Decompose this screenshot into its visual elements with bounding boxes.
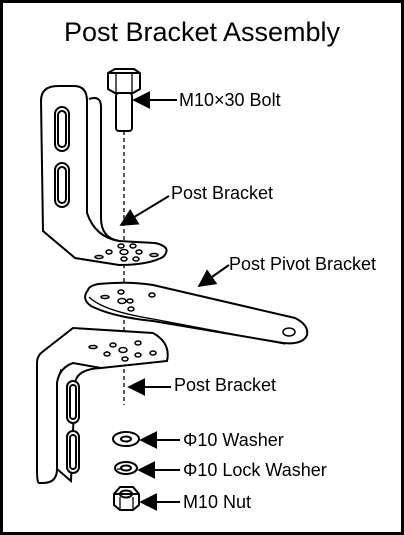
- bolt: [107, 68, 141, 132]
- lower-post-bracket-label: Post Bracket: [174, 375, 277, 395]
- diagram-title: Post Bracket Assembly: [63, 17, 341, 47]
- lower-post-bracket: [36, 326, 169, 484]
- nut: [113, 486, 140, 511]
- assembly-illustration: [36, 68, 309, 511]
- upper-post-bracket-label: Post Bracket: [171, 183, 274, 203]
- washer: [112, 431, 140, 447]
- washer-label: Φ10 Washer: [183, 430, 284, 450]
- post-pivot-bracket-label: Post Pivot Bracket: [229, 254, 377, 274]
- pivot-bracket-leader: [197, 264, 230, 288]
- upper-post-bracket: [39, 85, 168, 267]
- lock-washer-label: Φ10 Lock Washer: [183, 460, 327, 480]
- nut-label: M10 Nut: [183, 492, 252, 512]
- post-pivot-bracket: [84, 281, 309, 345]
- bolt-label: M10×30 Bolt: [179, 90, 281, 110]
- lock-washer: [114, 461, 138, 475]
- upper-bracket-leader: [119, 195, 170, 226]
